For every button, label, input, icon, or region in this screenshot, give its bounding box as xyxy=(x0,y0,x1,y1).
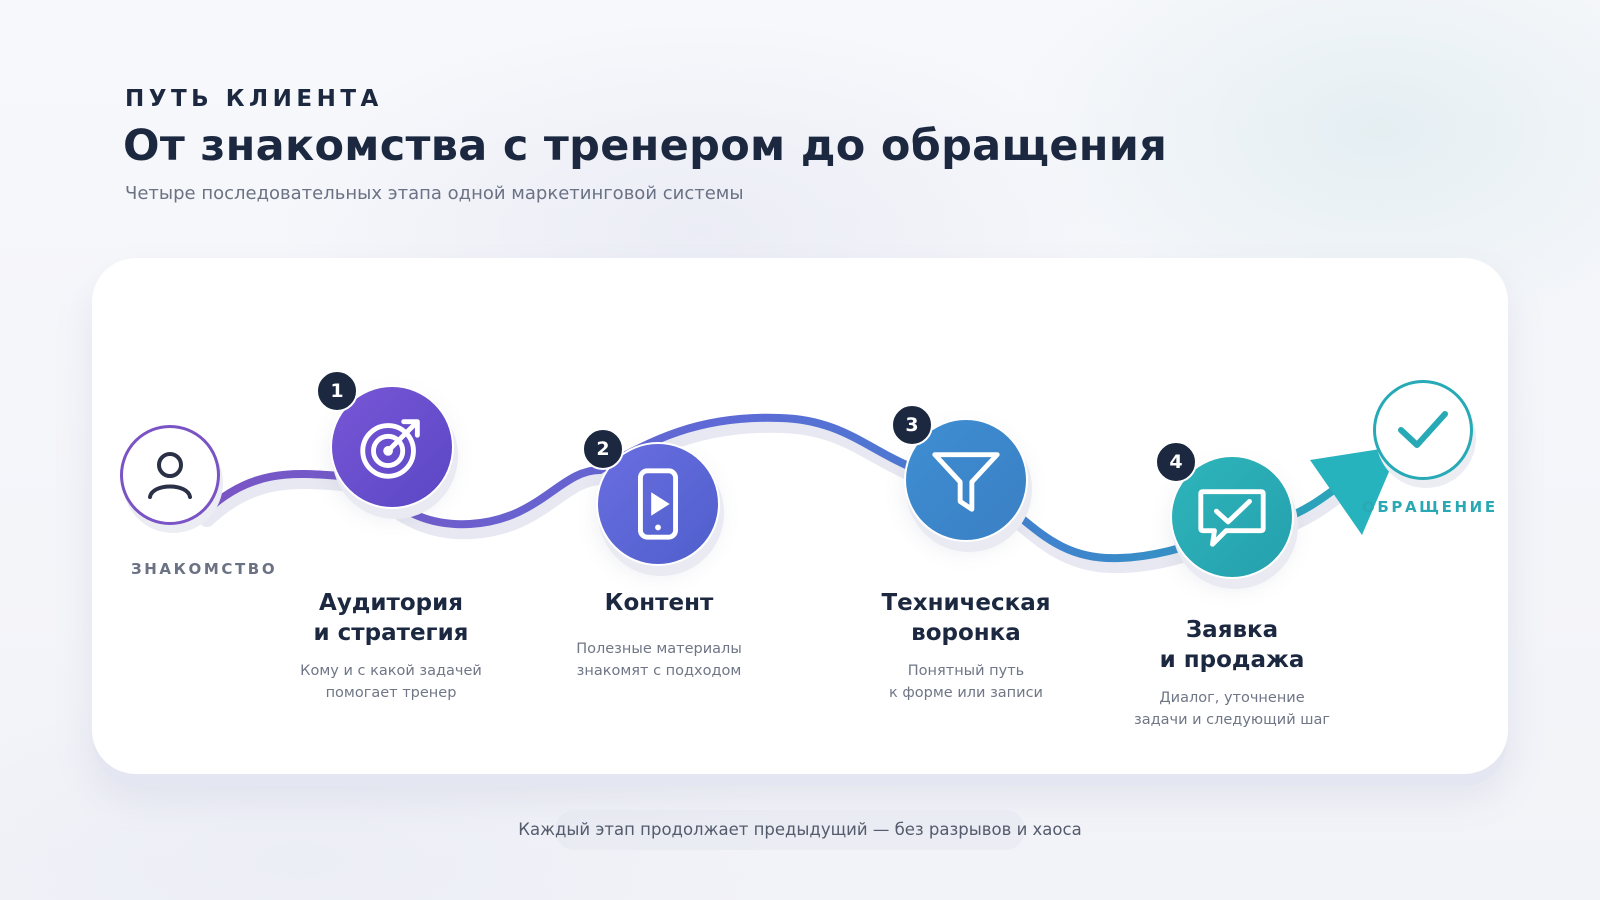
end-node xyxy=(1373,380,1473,480)
page-subtitle: Четыре последовательных этапа одной марк… xyxy=(125,183,744,204)
stage-4-badge: 4 xyxy=(1155,441,1197,483)
stage-1-title: Аудитория и стратегия xyxy=(313,590,469,646)
stage-3-title: Техническая воронка xyxy=(881,590,1051,646)
stage-1-disc xyxy=(332,387,452,507)
stage-2-description: Полезные материалы знакомят с подходом xyxy=(576,641,742,679)
stage-4-disc xyxy=(1172,457,1292,577)
user-icon xyxy=(148,452,192,499)
stage-4-title: Заявка и продажа xyxy=(1159,617,1305,673)
stage-3-description: Понятный путь к форме или записи xyxy=(889,663,1043,701)
stage-2-disc xyxy=(598,444,718,564)
chat-check-icon xyxy=(1198,489,1266,547)
stage-4-description: Диалог, уточнение задачи и следующий шаг xyxy=(1134,690,1330,728)
end-label: ОБРАЩЕНИЕ xyxy=(1362,498,1498,516)
checkmark-icon xyxy=(1398,411,1448,448)
stage-request-sale xyxy=(1170,455,1294,579)
stage-2-badge: 2 xyxy=(582,428,624,470)
footer-note: Каждый этап продолжает предыдущий — без … xyxy=(518,820,1082,839)
target-icon xyxy=(360,419,420,479)
stage-1-badge: 1 xyxy=(316,370,358,412)
start-node xyxy=(120,425,220,525)
stage-2-title: Контент xyxy=(604,590,714,616)
funnel-icon xyxy=(932,452,1000,512)
video-phone-icon xyxy=(638,468,678,540)
stage-technical-funnel xyxy=(904,418,1028,542)
footer-pill xyxy=(555,810,1025,850)
page-title: От знакомства с тренером до обращения xyxy=(123,121,1168,171)
stage-3-badge: 3 xyxy=(891,404,933,446)
start-label: ЗНАКОМСТВО xyxy=(131,560,278,578)
stage-audience-strategy xyxy=(330,385,454,509)
stage-1-description: Кому и с какой задачей помогает тренер xyxy=(300,663,482,701)
arrowhead-icon xyxy=(1310,446,1400,535)
eyebrow: ПУТЬ КЛИЕНТА xyxy=(125,86,383,112)
